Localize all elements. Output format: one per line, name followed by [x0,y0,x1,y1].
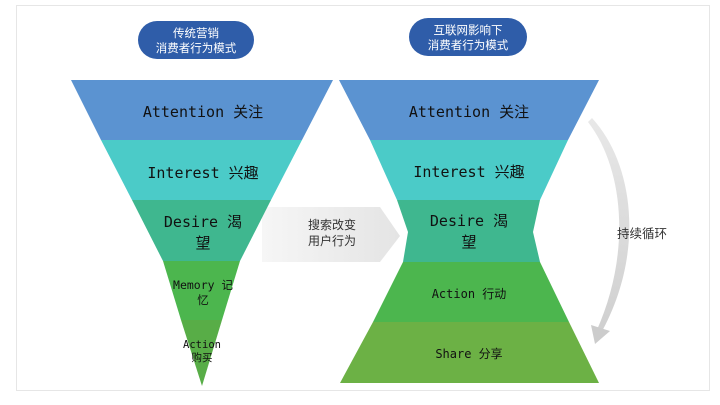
transition-line2: 用户行为 [307,234,356,248]
left-stage-interest [101,140,302,200]
left-attention-label: Attention 关注 [142,103,264,121]
cycle-label: 持续循环 [617,226,668,241]
right-desire-line2: 望 [461,233,477,251]
right-model-title: 互联网影响下 消费者行为模式 [409,18,527,56]
right-desire-label: Desire 渴 望 [408,211,530,253]
right-desire-line1: Desire 渴 [429,212,509,230]
right-share-label: Share 分享 [435,347,503,361]
left-title-line2: 消费者行为模式 [155,41,237,55]
right-stage-desire [397,200,540,262]
cycle-arrow [588,118,630,335]
transition-line1: 搜索改变 [307,218,356,232]
transition-label: 搜索改变 用户行为 [292,217,372,249]
left-memory-line1: Memory 记 [173,278,233,292]
left-memory-line2: 忆 [197,293,209,307]
left-interest-label: Interest 兴趣 [147,164,259,182]
right-interest-label: Interest 兴趣 [413,163,525,181]
left-stage-memory [163,261,240,320]
left-stage-action [181,320,222,386]
left-title-line1: 传统营销 [173,26,219,40]
left-action-line2: 购买 [191,352,213,364]
right-action-label: Action 行动 [431,287,507,301]
transition-arrow [262,207,400,262]
right-title-line1: 互联网影响下 [433,23,503,37]
left-action-label: Action 购买 [172,339,232,365]
right-stage-action [373,262,569,322]
left-memory-label: Memory 记 忆 [160,278,246,308]
left-action-line1: Action [183,339,221,351]
left-stage-attention [71,80,333,140]
right-title-line2: 消费者行为模式 [427,38,509,52]
right-attention-label: Attention 关注 [408,103,530,121]
left-desire-line1: Desire 渴 [163,213,243,231]
right-stage-share [340,322,599,383]
left-desire-label: Desire 渴 望 [140,212,266,254]
cycle-arrowhead [591,325,610,344]
right-stage-attention [339,80,599,140]
left-stage-desire [132,200,271,261]
diagram-frame [16,5,710,391]
right-stage-interest [370,140,568,200]
left-model-title: 传统营销 消费者行为模式 [138,21,254,59]
left-desire-line2: 望 [195,234,211,252]
